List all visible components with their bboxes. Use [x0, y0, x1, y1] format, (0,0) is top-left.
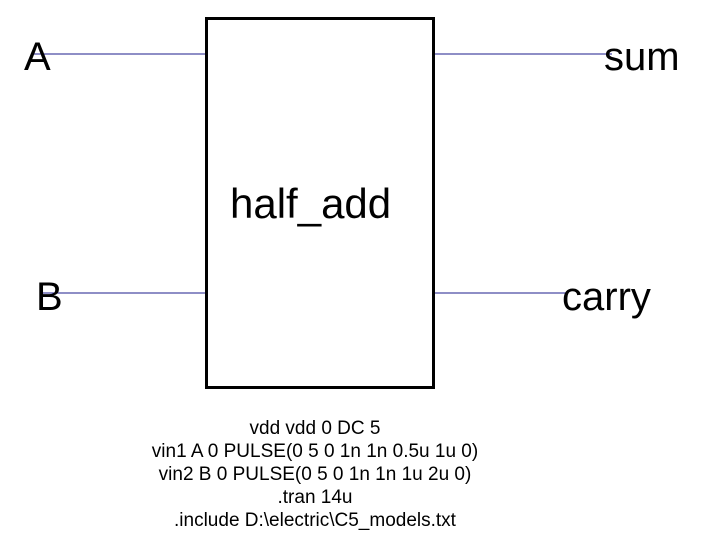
port-label-b: B — [36, 275, 63, 319]
spice-line: vdd vdd 0 DC 5 — [249, 418, 381, 439]
spice-line: .include D:\electric\C5_models.txt — [174, 510, 456, 531]
spice-line: vin1 A 0 PULSE(0 5 0 1n 1n 0.5u 1u 0) — [151, 441, 479, 462]
spice-line: vin2 B 0 PULSE(0 5 0 1n 1n 1u 2u 0) — [158, 464, 472, 485]
port-label-sum: sum — [604, 35, 680, 79]
half-adder-block[interactable] — [205, 17, 435, 389]
block-name: half_add — [230, 180, 392, 227]
port-label-a: A — [24, 35, 51, 79]
spice-code: vdd vdd 0 DC 5 vin1 A 0 PULSE(0 5 0 1n 1… — [0, 417, 630, 532]
port-label-carry: carry — [562, 275, 651, 319]
spice-line: .tran 14u — [277, 487, 353, 508]
